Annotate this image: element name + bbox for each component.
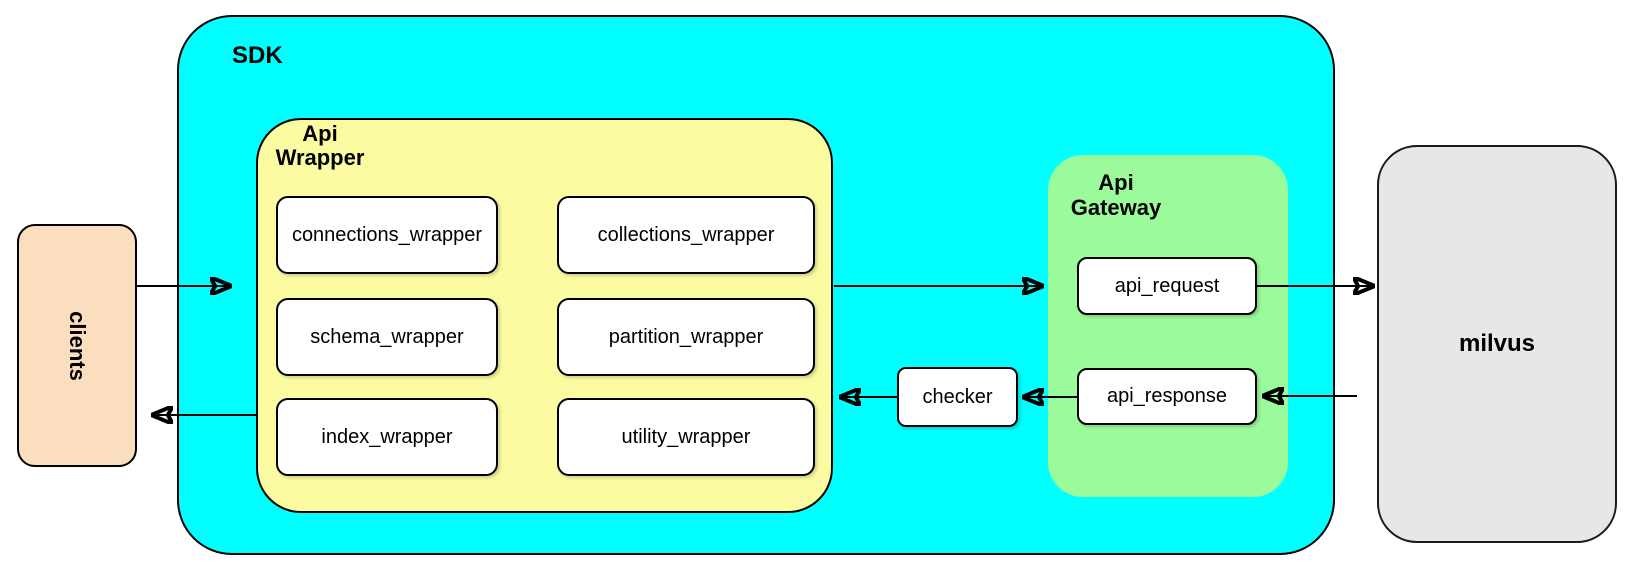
node-milvus-label: milvus	[1458, 330, 1536, 357]
node-schema-wrapper-label: schema_wrapper	[310, 325, 464, 348]
node-index-wrapper-label: index_wrapper	[321, 425, 453, 448]
node-index-wrapper: index_wrapper	[276, 398, 498, 476]
api-wrapper-label: Api Wrapper	[264, 122, 376, 170]
api-wrapper-label-line1: Api	[302, 121, 338, 146]
node-clients-label: clients	[64, 310, 90, 381]
node-api-response-label: api_response	[1106, 385, 1228, 407]
node-partition-wrapper-label: partition_wrapper	[608, 325, 764, 348]
node-checker: checker	[897, 367, 1018, 427]
node-collections-wrapper-label: collections_wrapper	[597, 223, 775, 246]
node-clients: clients	[17, 224, 137, 467]
node-milvus: milvus	[1377, 145, 1617, 543]
sdk-label: SDK	[232, 42, 283, 69]
node-utility-wrapper: utility_wrapper	[557, 398, 815, 476]
node-schema-wrapper: schema_wrapper	[276, 298, 498, 376]
api-gateway-label-line1: Api	[1098, 170, 1134, 195]
node-api-request-label: api_request	[1114, 274, 1220, 297]
node-checker-label: checker	[922, 385, 993, 408]
node-collections-wrapper: collections_wrapper	[557, 196, 815, 274]
node-api-response: api_response	[1077, 368, 1257, 425]
api-gateway-label-line2: Gateway	[1070, 195, 1162, 220]
node-utility-wrapper-label: utility_wrapper	[621, 425, 751, 448]
node-connections-wrapper: connections_wrapper	[276, 196, 498, 274]
node-connections-wrapper-label: connections_wrapper	[291, 223, 483, 246]
api-gateway-label: Api Gateway	[1060, 170, 1172, 220]
node-api-request: api_request	[1077, 257, 1257, 315]
api-gateway-container	[1048, 155, 1288, 497]
api-wrapper-label-line2: Wrapper	[275, 145, 365, 170]
node-partition-wrapper: partition_wrapper	[557, 298, 815, 376]
